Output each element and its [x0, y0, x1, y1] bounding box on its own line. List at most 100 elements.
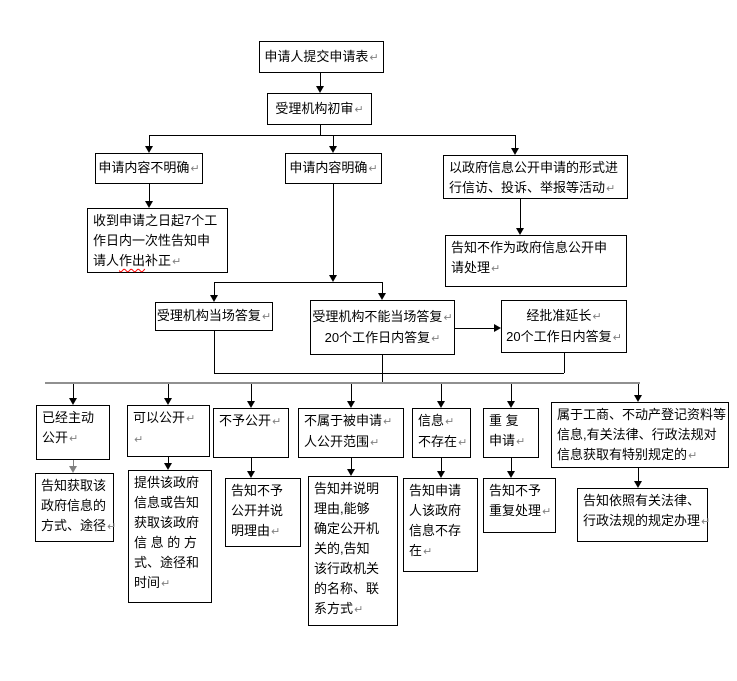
- connector-line: [351, 384, 352, 401]
- node-label: 告知不予: [489, 483, 542, 498]
- node-petition-complaint[interactable]: 以政府信息公开申请的形式进 行信访、投诉、举报等活动↵: [443, 155, 628, 199]
- node-label: 信息,有关法律、行政法规对: [557, 427, 717, 442]
- arrowhead-down: [247, 401, 255, 408]
- node-no-disclosure[interactable]: 不予公开↵: [213, 408, 289, 458]
- node-label: 作日内一次性告知申: [93, 233, 211, 248]
- node-can-disclose[interactable]: 可以公开↵ ↵: [127, 405, 210, 457]
- node-notify-not-exist[interactable]: 告知申请 人该政府 信息不存 在↵: [403, 478, 478, 572]
- connector-line: [320, 125, 321, 135]
- paragraph-mark: ↵: [368, 162, 378, 175]
- node-content-clear[interactable]: 申请内容明确↵: [285, 153, 382, 184]
- node-submit-application[interactable]: 申请人提交申请表↵: [259, 41, 384, 73]
- paragraph-mark: ↵: [383, 415, 393, 428]
- node-label: 信息获取有特别规定的: [557, 447, 688, 462]
- node-notify-way[interactable]: 告知获取该 政府信息的 方式、途径↵: [35, 473, 116, 542]
- node-label: 确定公开机: [314, 521, 380, 536]
- node-label: 以政府信息公开申请的形式进: [449, 160, 619, 175]
- paragraph-mark: ↵: [186, 412, 196, 425]
- node-label: 式、途径和: [134, 555, 200, 570]
- connector-line: [251, 384, 252, 401]
- node-label: 公开并说: [231, 503, 284, 518]
- paragraph-mark: ↵: [272, 415, 282, 428]
- node-label: 受理机构初审: [275, 100, 354, 116]
- node-notify-reason[interactable]: 告知不予 公开并说 明理由↵: [225, 478, 301, 547]
- connector-line: [73, 384, 74, 398]
- node-label: 理由,能够: [314, 501, 370, 516]
- node-label: 关的,告知: [314, 541, 370, 556]
- node-label: 在: [409, 543, 423, 558]
- paragraph-mark: ↵: [688, 449, 698, 462]
- connector-line: [214, 331, 215, 373]
- node-info-not-exist[interactable]: 信息↵ 不存在↵: [412, 408, 471, 458]
- node-label: 受理机构当场答复: [156, 308, 261, 323]
- connector-line: [382, 282, 383, 293]
- distribution-line: [45, 382, 640, 384]
- node-label: 明理由: [231, 523, 271, 538]
- connector-line: [441, 458, 442, 471]
- paragraph-mark: ↵: [445, 415, 455, 428]
- paragraph-mark: ↵: [172, 255, 182, 268]
- connector-line: [168, 384, 169, 398]
- connector-line: [333, 184, 334, 275]
- arrowhead-down: [210, 295, 218, 302]
- node-label: 信息不存: [409, 523, 462, 538]
- node-label: 信息: [418, 413, 445, 428]
- node-label: 受理机构不能当场答复: [312, 308, 443, 324]
- node-label: 系方式: [314, 601, 354, 616]
- connector-line: [214, 282, 382, 283]
- arrowhead-down: [164, 398, 172, 405]
- connector-line: [333, 135, 334, 146]
- paragraph-mark: ↵: [458, 436, 468, 449]
- node-label: 20个工作日内答复: [324, 329, 431, 345]
- node-reply-within-20-days[interactable]: 受理机构不能当场答复↵ 20个工作日内答复↵: [310, 300, 455, 355]
- node-onspot-reply[interactable]: 受理机构当场答复↵: [155, 302, 273, 331]
- node-approved-extension-20-days[interactable]: 经批准延长↵ 20个工作日内答复↵: [501, 300, 627, 353]
- node-label: 行信访、投诉、举报等活动: [449, 180, 606, 195]
- paragraph-mark: ↵: [69, 432, 79, 445]
- node-already-disclosed[interactable]: 已经主动 公开↵: [36, 405, 110, 460]
- arrowhead-down: [316, 86, 324, 93]
- node-label: 20个工作日内答复: [506, 328, 612, 344]
- node-initial-review[interactable]: 受理机构初审↵: [267, 93, 372, 125]
- arrowhead-down: [347, 469, 355, 476]
- connector-line: [455, 328, 494, 329]
- node-notify-supplement[interactable]: 收到申请之日起7个工 作日内一次性告知申 请人作出补正↵: [87, 208, 228, 273]
- node-label: 告知依照有关法律、: [583, 493, 701, 508]
- arrowhead-down: [437, 471, 445, 478]
- node-label: 不存在: [418, 434, 458, 449]
- node-content-unclear[interactable]: 申请内容不明确↵: [95, 153, 203, 184]
- connector-line: [149, 135, 516, 136]
- arrowhead-down: [69, 398, 77, 405]
- misspelled-text: 作出: [119, 253, 146, 268]
- node-notify-no-repeat[interactable]: 告知不予 重复处理↵: [483, 478, 556, 533]
- node-notify-by-law[interactable]: 告知依照有关法律、 行政法规的规定办理↵: [577, 488, 711, 542]
- connector-line: [214, 373, 564, 374]
- node-label: 申请内容明确: [289, 160, 368, 175]
- node-label: 信 息 的 方: [134, 535, 197, 550]
- connector-line: [214, 282, 215, 295]
- arrowhead-down: [69, 466, 77, 473]
- paragraph-mark: ↵: [606, 182, 616, 195]
- node-label: 请处理: [451, 260, 491, 275]
- paragraph-mark: ↵: [443, 310, 453, 324]
- paragraph-mark: ↵: [701, 515, 711, 528]
- paragraph-mark: ↵: [261, 310, 272, 323]
- node-notify-explain-authority[interactable]: 告知并说明 理由,能够 确定公开机 关的,告知 该行政机关 的名称、联 系方式↵: [308, 476, 398, 626]
- node-not-treated-as-request[interactable]: 告知不作为政府信息公开申 请处理↵: [445, 235, 627, 287]
- paragraph-mark: ↵: [423, 545, 433, 558]
- paragraph-mark: ↵: [431, 331, 441, 345]
- node-label: 人公开范围: [304, 434, 370, 449]
- paragraph-mark: ↵: [190, 162, 200, 175]
- node-special-regulation[interactable]: 属于工商、不动产登记资料等 信息,有关法律、行政法规对 信息获取有特别规定的↵: [551, 402, 729, 468]
- paragraph-mark: ↵: [516, 435, 526, 448]
- node-label: 的名称、联: [314, 581, 380, 596]
- arrowhead-down: [145, 201, 153, 208]
- connector-line: [564, 353, 565, 373]
- connector-line: [149, 184, 150, 201]
- node-label: 申请人提交申请表: [264, 48, 369, 64]
- node-repeat-request[interactable]: 重 复 申请↵: [483, 408, 539, 458]
- node-provide-info[interactable]: 提供该政府 信息或告知 获取该政府 信 息 的 方 式、途径和 时间↵: [128, 470, 212, 603]
- node-not-in-scope[interactable]: 不属于被申请↵ 人公开范围↵: [298, 408, 404, 458]
- node-label: 重 复: [489, 413, 519, 428]
